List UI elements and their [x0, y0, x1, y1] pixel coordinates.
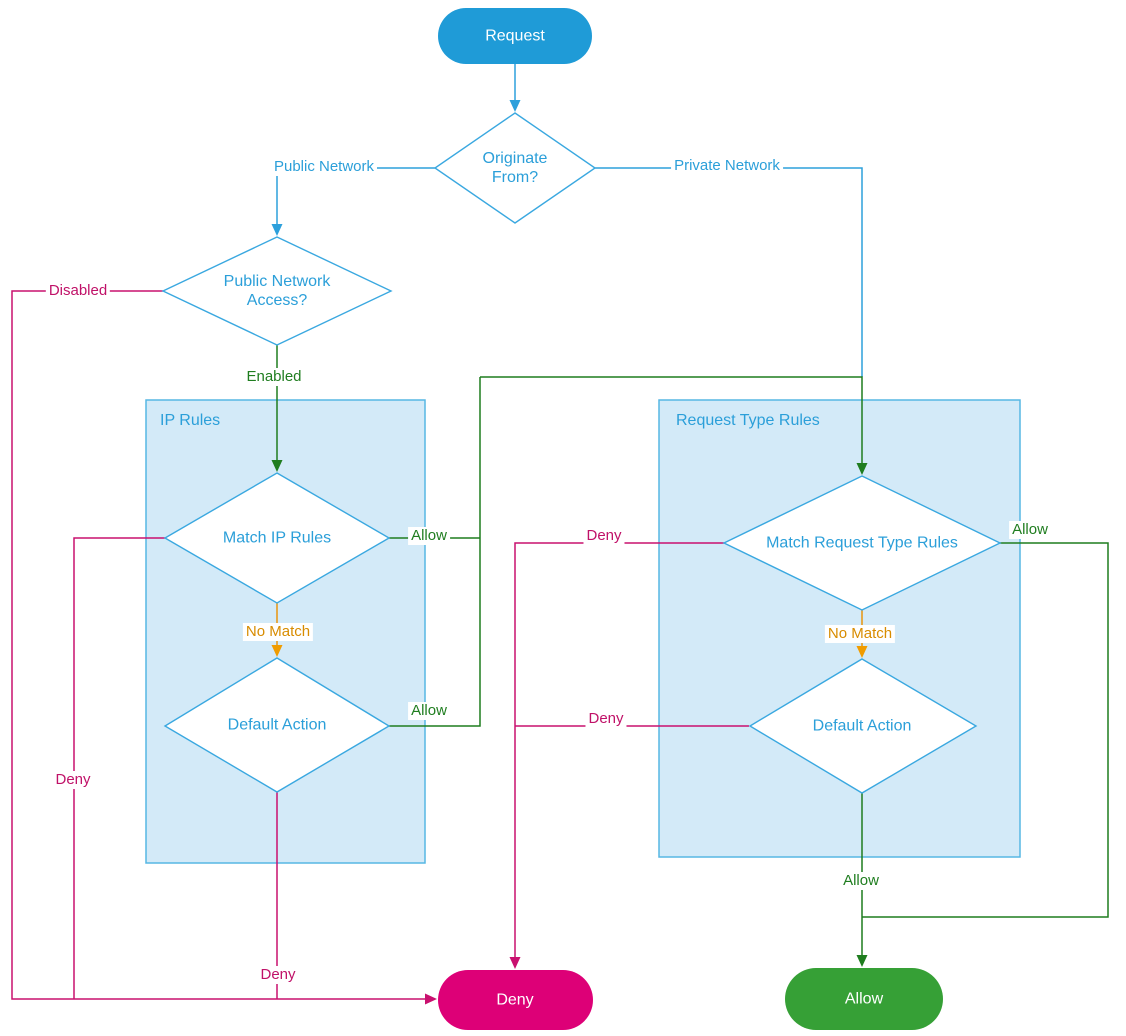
edge-public-network [276, 167, 435, 225]
default-action-rt-label: Default Action [812, 717, 912, 735]
edge-deny-from-match-rt [514, 542, 724, 958]
arrowhead [509, 957, 521, 969]
arrowhead [856, 463, 868, 475]
default-action-ip-label: Default Action [227, 716, 327, 734]
arrowhead [271, 645, 283, 657]
arrowhead [509, 100, 521, 112]
public-network-access-diamond [161, 236, 393, 346]
request-node [438, 8, 592, 64]
edge-label-disabled: Disabled [45, 282, 111, 300]
arrowhead [856, 955, 868, 967]
edge-label-allow-rt-match: Allow [1009, 521, 1051, 539]
originate-from-label: Originate From? [482, 149, 548, 186]
match-ip-rules-diamond [163, 472, 391, 604]
edge-label-deny-rt-match: Deny [583, 527, 625, 545]
allow-label: Allow [844, 990, 884, 1008]
edge-label-deny-ip-match: Deny [52, 771, 94, 789]
public-network-access-label: Public Network Access? [223, 272, 331, 309]
edge-allow-from-match-rt [862, 542, 1109, 918]
default-action-rt-diamond [748, 658, 978, 794]
ip-rules-group-title: IP Rules [160, 412, 221, 429]
arrowhead [425, 993, 437, 1005]
match-request-type-rules-label: Match Request Type Rules [766, 534, 958, 552]
default-action-ip-diamond [163, 657, 391, 793]
edge-label-no-match-ip: No Match [242, 623, 314, 641]
edge-label-allow-ip-default: Allow [408, 702, 450, 720]
edge-label-enabled: Enabled [243, 368, 305, 386]
request-label: Request [485, 27, 545, 45]
edge-label-allow-ip-match: Allow [408, 527, 450, 545]
allow-node [785, 968, 943, 1030]
edge-label-deny-ip-default: Deny [257, 966, 299, 984]
request-type-rules-group-title: Request Type Rules [676, 412, 820, 429]
originate-from-diamond [433, 112, 597, 224]
arrowhead [856, 646, 868, 658]
edge-label-private-network: Private Network [671, 157, 783, 175]
arrowhead [271, 460, 283, 472]
edge-label-deny-rt-default: Deny [585, 710, 627, 728]
match-ip-rules-label: Match IP Rules [222, 529, 332, 547]
edge-label-public-network: Public Network [270, 158, 378, 176]
edge-private-network [595, 167, 863, 377]
edge-label-no-match-rt: No Match [824, 625, 896, 643]
edge-label-allow-rt-default: Allow [840, 872, 882, 890]
match-request-type-rules-diamond [722, 475, 1002, 611]
deny-node [438, 970, 593, 1030]
edge-allow-from-default-ip [389, 377, 481, 727]
arrowhead [271, 224, 283, 236]
deny-label: Deny [496, 991, 534, 1009]
edge-deny-from-match-ip [73, 537, 165, 999]
edge-allow-into-request-type-rules [480, 376, 863, 465]
